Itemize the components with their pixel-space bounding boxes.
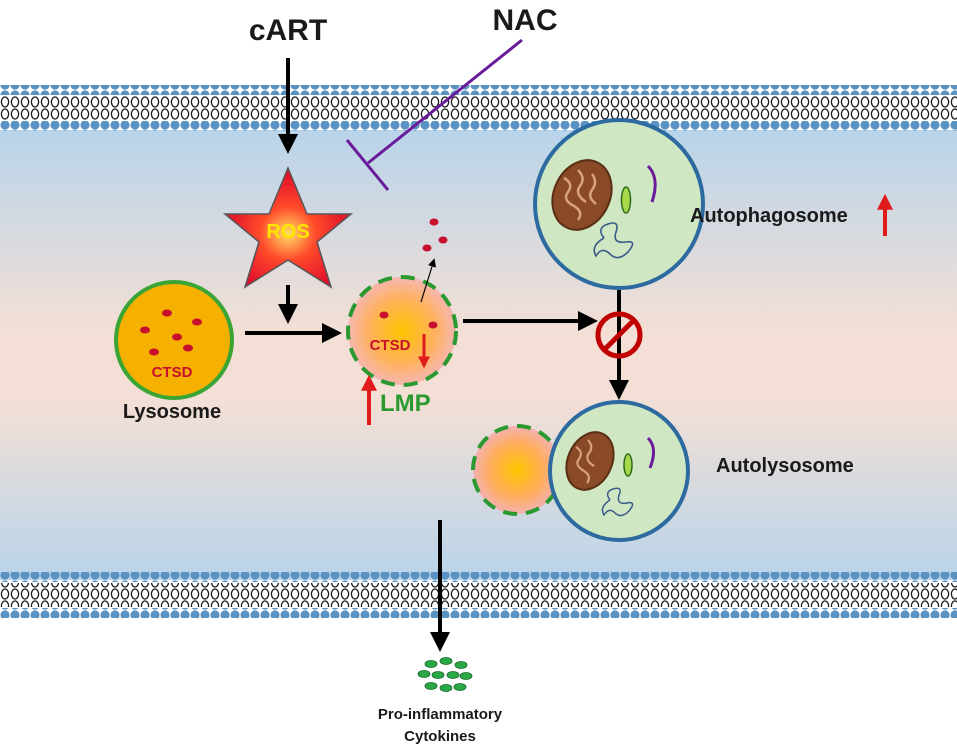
cart-label: cART xyxy=(249,14,327,47)
lysosome-ctsd-dots xyxy=(140,309,202,356)
top-membrane xyxy=(0,85,957,131)
damaged-ctsd-label: CTSD xyxy=(370,337,411,354)
lysosome-ctsd-label: CTSD xyxy=(152,364,193,381)
mitochondrion-icon xyxy=(551,159,613,231)
nac-label: NAC xyxy=(493,4,558,37)
nac-inhibitor-bar xyxy=(345,139,390,191)
mitochondrion-icon xyxy=(565,431,615,491)
damaged-lysosome xyxy=(346,275,458,387)
cytokines-label-line1: Pro-inflammatory xyxy=(378,706,503,723)
autophagosome xyxy=(533,118,705,290)
cytokine-dots xyxy=(417,657,473,692)
fusing-lysosome xyxy=(471,424,563,516)
ctsd-release-arrow xyxy=(420,258,437,303)
ros-label: ROS xyxy=(266,221,309,243)
autophagosome-label: Autophagosome xyxy=(690,205,848,227)
released-ctsd-dots xyxy=(422,218,448,252)
prohibition-icon xyxy=(595,311,643,359)
bottom-membrane xyxy=(0,572,957,618)
membrane-fragment-icon xyxy=(646,164,657,203)
protein-aggregate-icon xyxy=(601,487,634,517)
vesicle-icon xyxy=(623,453,633,477)
autolysosome xyxy=(548,400,690,542)
nac-inhibitor-line xyxy=(367,38,523,165)
vesicle-icon xyxy=(620,186,632,214)
autolysosome-label: Autolysosome xyxy=(716,455,854,477)
lmp-label: LMP xyxy=(380,390,431,417)
cytokines-label-line2: Cytokines xyxy=(404,728,476,745)
lysosome-label: Lysosome xyxy=(123,401,221,423)
protein-aggregate-icon xyxy=(593,222,634,259)
membrane-fragment-icon xyxy=(646,436,655,469)
damaged-lysosome-dots xyxy=(379,311,438,329)
ros-star xyxy=(222,166,354,289)
lysosome xyxy=(114,280,234,400)
